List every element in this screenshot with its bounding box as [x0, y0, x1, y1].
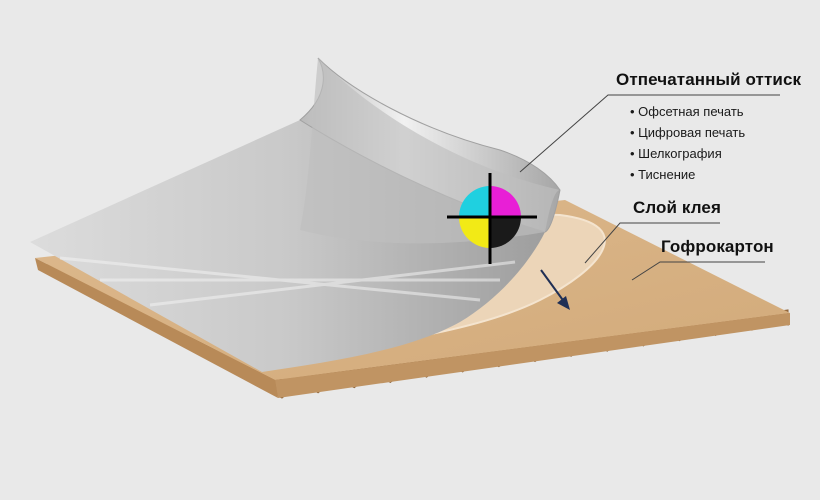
- cmyk-cyan-quadrant: [459, 186, 490, 217]
- leader-lines: [519, 94, 780, 281]
- cmyk-magenta-quadrant: [490, 186, 521, 217]
- leader-printed-sheet: [519, 94, 780, 173]
- board-side-edge: [275, 313, 790, 398]
- list-item: Тиснение: [630, 164, 745, 185]
- leader-glue-layer: [584, 222, 720, 264]
- sheet-stripes: [59, 256, 516, 307]
- cmyk-yellow-quadrant: [459, 217, 490, 248]
- cmyk-black-quadrant: [490, 217, 521, 248]
- board-front-edge: [35, 258, 278, 398]
- leader-corrugated: [631, 261, 765, 281]
- label-glue-layer: Слой клея: [633, 198, 721, 217]
- list-item: Офсетная печать: [630, 101, 745, 122]
- label-printed-sheet-title: Отпечатанный оттиск: [616, 70, 802, 89]
- glue-arrow: [540, 269, 570, 310]
- list-item: Шелкография: [630, 143, 745, 164]
- printing-methods-list: Офсетная печать Цифровая печать Шелкогра…: [630, 101, 745, 185]
- list-item: Цифровая печать: [630, 122, 745, 143]
- cmyk-registration-mark: [447, 173, 537, 264]
- label-corrugated-board: Гофрокартон: [661, 237, 774, 256]
